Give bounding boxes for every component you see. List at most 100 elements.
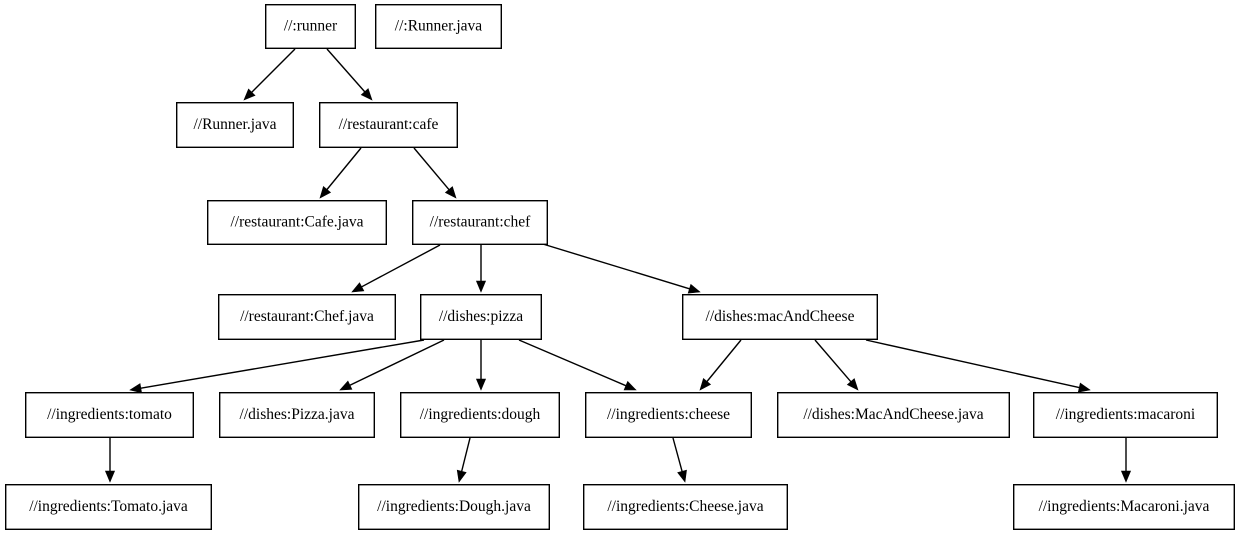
- graph-node-ing_tomato[interactable]: //ingredients:tomato: [25, 392, 195, 439]
- graph-node-dishes_macandcheese_java[interactable]: //dishes:MacAndCheese.java: [777, 392, 1011, 439]
- node-label: //ingredients:Macaroni.java: [1039, 498, 1210, 515]
- node-box[interactable]: [412, 199, 549, 245]
- edge-arrowhead: [687, 283, 701, 294]
- edge-arrowhead: [623, 380, 637, 391]
- edge-arrowhead: [456, 469, 467, 483]
- graph-node-dishes_macandcheese[interactable]: //dishes:macAndCheese: [682, 294, 879, 341]
- node-box[interactable]: [1013, 484, 1236, 531]
- graph-edge: [243, 48, 296, 101]
- graph-node-ing_dough[interactable]: //ingredients:dough: [400, 392, 561, 439]
- edge-line: [518, 339, 627, 387]
- node-box[interactable]: [375, 3, 503, 49]
- edge-arrowhead: [475, 378, 487, 391]
- graph-node-restaurant_cafe_java[interactable]: //restaurant:Cafe.java: [206, 199, 388, 245]
- edge-line: [532, 240, 690, 290]
- graph-node-ing_macaroni[interactable]: //ingredients:macaroni: [1032, 392, 1218, 439]
- nodes-layer: //:runner //:Runner.java //Runner.java //re…: [4, 3, 1236, 531]
- node-label: //ingredients:Cheese.java: [607, 498, 763, 515]
- graph-node-ing_dough_java[interactable]: //ingredients:Dough.java: [358, 484, 551, 531]
- graph-edge: [319, 147, 362, 199]
- edge-arrowhead: [1077, 382, 1091, 393]
- node-box[interactable]: [175, 101, 294, 148]
- edge-arrowhead: [360, 88, 373, 101]
- edge-arrowhead: [846, 378, 859, 391]
- graph-edge: [814, 339, 859, 391]
- edge-arrowhead: [699, 378, 712, 391]
- node-label: //restaurant:Cafe.java: [231, 214, 364, 231]
- graph-edge: [351, 244, 441, 293]
- node-label: //:runner: [284, 18, 338, 35]
- graph-edge: [339, 339, 445, 391]
- node-box[interactable]: [265, 3, 357, 49]
- graph-node-dishes_pizza[interactable]: //dishes:pizza: [420, 294, 543, 341]
- graph-edge: [104, 438, 116, 483]
- edge-arrowhead: [339, 380, 353, 391]
- graph-node-runner[interactable]: //:runner: [265, 3, 357, 49]
- node-label: //dishes:macAndCheese: [706, 308, 855, 325]
- node-label: //Runner.java: [193, 116, 276, 133]
- node-box[interactable]: [420, 294, 543, 341]
- node-label: //restaurant:Chef.java: [240, 308, 374, 325]
- edge-line: [326, 147, 362, 190]
- node-box[interactable]: [25, 392, 195, 439]
- graph-node-root_runner_java[interactable]: //:Runner.java: [375, 3, 503, 49]
- node-label: //ingredients:macaroni: [1056, 406, 1196, 423]
- edge-arrowhead: [129, 383, 142, 394]
- node-label: //restaurant:chef: [430, 214, 532, 231]
- graph-node-ing_macaroni_java[interactable]: //ingredients:Macaroni.java: [1013, 484, 1236, 531]
- edge-arrowhead: [475, 280, 487, 293]
- edge-line: [349, 339, 445, 386]
- edges-layer: [104, 48, 1132, 483]
- node-box[interactable]: [583, 484, 789, 531]
- graph-edge: [456, 437, 471, 483]
- node-box[interactable]: [4, 484, 213, 531]
- edge-arrowhead: [351, 282, 365, 293]
- graph-node-dishes_pizza_java[interactable]: //dishes:Pizza.java: [218, 392, 376, 439]
- graph-edge: [1120, 438, 1132, 483]
- node-box[interactable]: [400, 392, 561, 439]
- graph-edge: [413, 147, 457, 199]
- graph-edge: [475, 340, 487, 391]
- node-label: //ingredients:Dough.java: [377, 498, 531, 515]
- edge-line: [361, 244, 441, 288]
- edge-arrowhead: [243, 88, 256, 101]
- graph-edge: [475, 245, 487, 293]
- edge-line: [326, 48, 366, 93]
- node-box[interactable]: [682, 294, 879, 341]
- node-label: //dishes:MacAndCheese.java: [803, 406, 983, 423]
- edge-arrowhead: [677, 469, 687, 483]
- node-box[interactable]: [218, 392, 376, 439]
- graph-node-restaurant_chef_java[interactable]: //restaurant:Chef.java: [217, 294, 397, 341]
- node-box[interactable]: [319, 101, 459, 148]
- graph-edge: [699, 339, 742, 391]
- node-label: //dishes:pizza: [439, 308, 523, 325]
- node-box[interactable]: [585, 392, 753, 439]
- edge-line: [140, 339, 425, 389]
- graph-node-ing_cheese_java[interactable]: //ingredients:Cheese.java: [583, 484, 789, 531]
- edge-arrowhead: [319, 186, 332, 199]
- edge-arrowhead: [1120, 470, 1132, 483]
- node-label: //ingredients:dough: [420, 406, 541, 423]
- node-label: //:Runner.java: [395, 18, 483, 35]
- edge-line: [460, 437, 471, 472]
- node-box[interactable]: [777, 392, 1011, 439]
- node-box[interactable]: [1032, 392, 1218, 439]
- graph-node-ing_cheese[interactable]: //ingredients:cheese: [585, 392, 753, 439]
- graph-node-ing_tomato_java[interactable]: //ingredients:Tomato.java: [4, 484, 213, 531]
- node-label: //ingredients:cheese: [607, 406, 730, 423]
- graph-edge: [518, 339, 637, 391]
- node-box[interactable]: [358, 484, 551, 531]
- edge-line: [814, 339, 852, 383]
- edge-line: [672, 437, 683, 472]
- node-box[interactable]: [206, 199, 388, 245]
- edge-line: [865, 339, 1080, 389]
- graph-node-runner_java[interactable]: //Runner.java: [175, 101, 294, 148]
- graph-node-restaurant_cafe[interactable]: //restaurant:cafe: [319, 101, 459, 148]
- node-box[interactable]: [217, 294, 397, 341]
- node-label: //ingredients:Tomato.java: [29, 498, 188, 515]
- edge-arrowhead: [104, 470, 116, 483]
- graph-node-restaurant_chef[interactable]: //restaurant:chef: [412, 199, 549, 245]
- node-label: //dishes:Pizza.java: [240, 406, 355, 423]
